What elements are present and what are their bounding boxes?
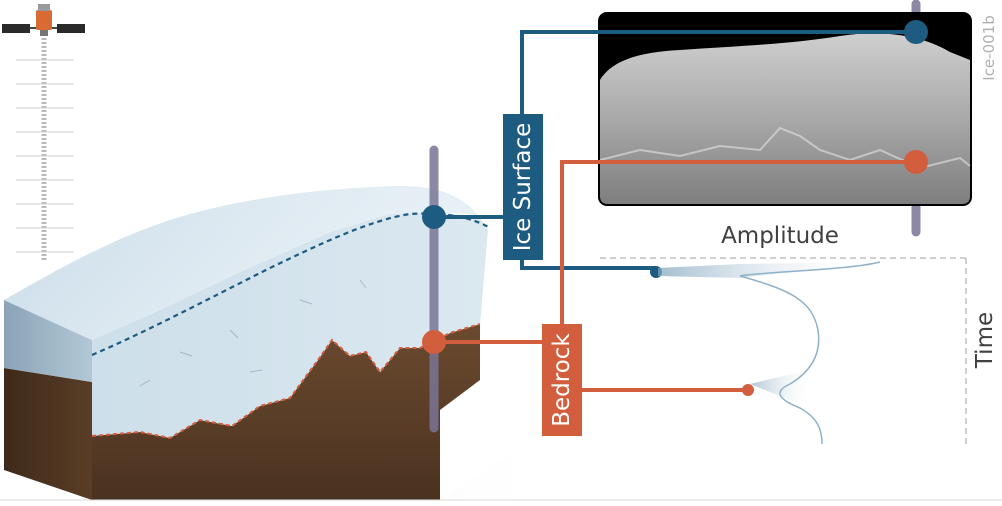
ice-top-surface [4, 186, 488, 340]
bedrock-node-trace [742, 384, 754, 396]
bedrock-layer [92, 324, 480, 500]
altitude-scale [16, 38, 74, 260]
ice-front-face [92, 212, 488, 438]
ice-surface-label: Ice Surface [510, 123, 536, 252]
figure-id-label: Ice-001b [980, 15, 998, 80]
ice-block [4, 186, 560, 500]
bedrock-node-image [904, 150, 928, 174]
time-label: Time [972, 312, 998, 369]
ice-surface-node-image [904, 20, 928, 44]
amplitude-label: Amplitude [721, 223, 839, 249]
bedrock-label-box: Bedrock [542, 324, 582, 436]
ice-surface-node-ground [422, 205, 446, 229]
satellite-icon [2, 4, 85, 36]
bedrock-label: Bedrock [549, 333, 575, 427]
amplitude-trace [600, 257, 967, 445]
bedrock-connector [422, 150, 928, 396]
bedrock-node-ground [422, 330, 446, 354]
ice-left-face [4, 300, 92, 382]
ice-surface-label-box: Ice Surface [503, 114, 543, 260]
